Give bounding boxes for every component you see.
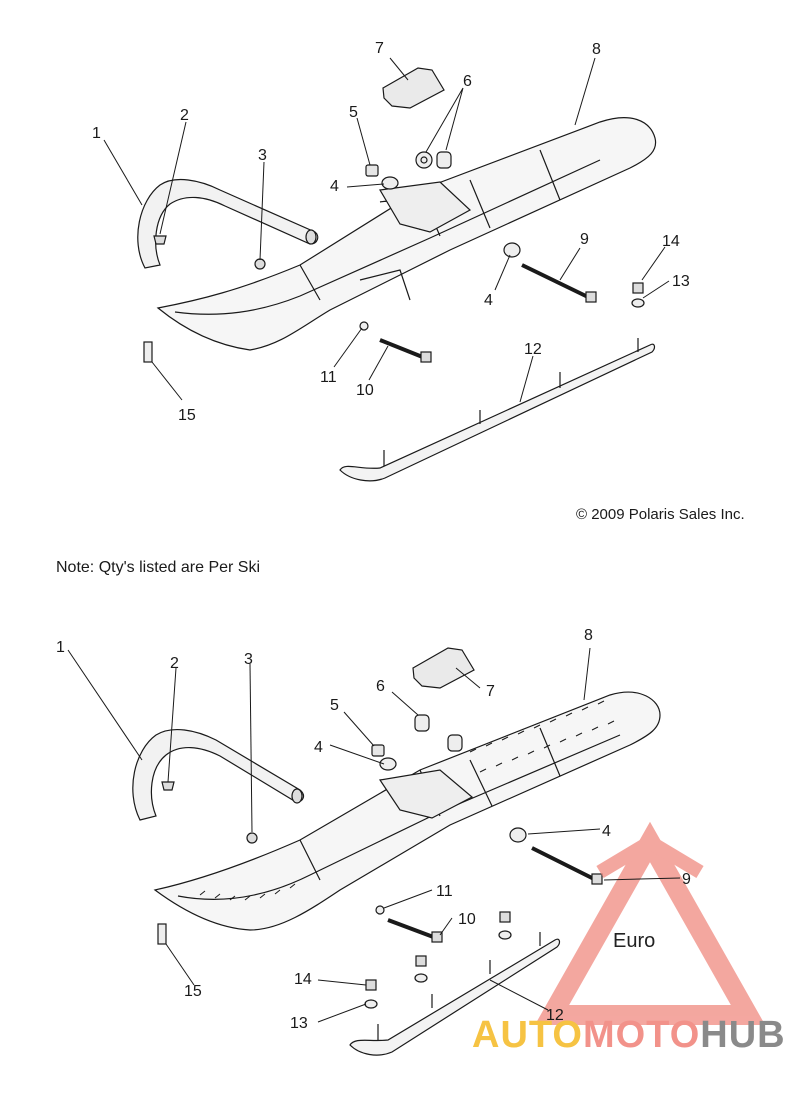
top-ski-body [156,117,657,351]
watermark-moto: MOTO [582,1014,701,1056]
callout-bot-15: 15 [184,983,202,1000]
callout-bot-9: 9 [682,871,691,888]
callout-bot-12: 12 [546,1007,564,1024]
top-ski-loop [137,179,319,269]
callout-bot-13: 13 [290,1015,308,1032]
top-part-7 [382,67,445,109]
callout-bot-2: 2 [170,655,179,672]
watermark-auto: AUTO [472,1014,583,1056]
callout-top-9: 9 [580,231,589,248]
callout-top-3: 3 [258,147,267,164]
watermark-logo [534,821,766,1025]
bottom-part-7 [412,647,475,689]
callout-top-2: 2 [180,107,189,124]
callout-bot-14: 14 [294,971,312,988]
callout-top-7: 7 [375,40,384,57]
watermark-hub: HUB [700,1014,786,1056]
watermark-euro-text: Euro [613,930,656,952]
top-diagram [137,67,657,482]
callout-top-5: 5 [349,104,358,121]
bottom-ski-studs [199,700,615,901]
top-callouts: 1 2 3 4 5 6 7 8 9 4 11 10 12 13 14 15 [92,40,690,424]
callout-bot-4: 4 [314,739,323,756]
note-text: Note: Qty's listed are Per Ski [56,559,261,576]
callout-top-13: 13 [672,273,690,290]
callout-bot-6: 6 [376,678,385,695]
callout-top-4b: 4 [484,292,493,309]
callout-bot-10: 10 [458,911,476,928]
top-wear-bar [339,343,656,482]
bottom-diagram [132,647,661,1056]
copyright-text: © 2009 Polaris Sales Inc. [576,506,745,523]
callout-bot-5: 5 [330,697,339,714]
bottom-callouts: 1 2 3 4 5 6 7 8 4 9 11 10 14 13 12 15 [56,627,691,1032]
bottom-wear-bar [349,938,561,1056]
callout-top-4: 4 [330,178,339,195]
callout-top-12: 12 [524,341,542,358]
callout-top-1: 1 [92,125,101,142]
callout-bot-4b: 4 [602,823,611,840]
callout-top-14: 14 [662,233,680,250]
callout-top-15: 15 [178,407,196,424]
callout-bot-7: 7 [486,683,495,700]
callout-bot-11: 11 [436,883,453,900]
callout-top-11: 11 [320,369,337,386]
callout-top-6: 6 [463,73,472,90]
callout-top-8: 8 [592,41,601,58]
watermark-text: AUTOMOTOHUB [472,1014,786,1057]
callout-top-10: 10 [356,382,374,399]
callout-bot-3: 3 [244,651,253,668]
callout-bot-8: 8 [584,627,593,644]
bottom-ski-loop [132,729,305,821]
callout-bot-1: 1 [56,639,65,656]
